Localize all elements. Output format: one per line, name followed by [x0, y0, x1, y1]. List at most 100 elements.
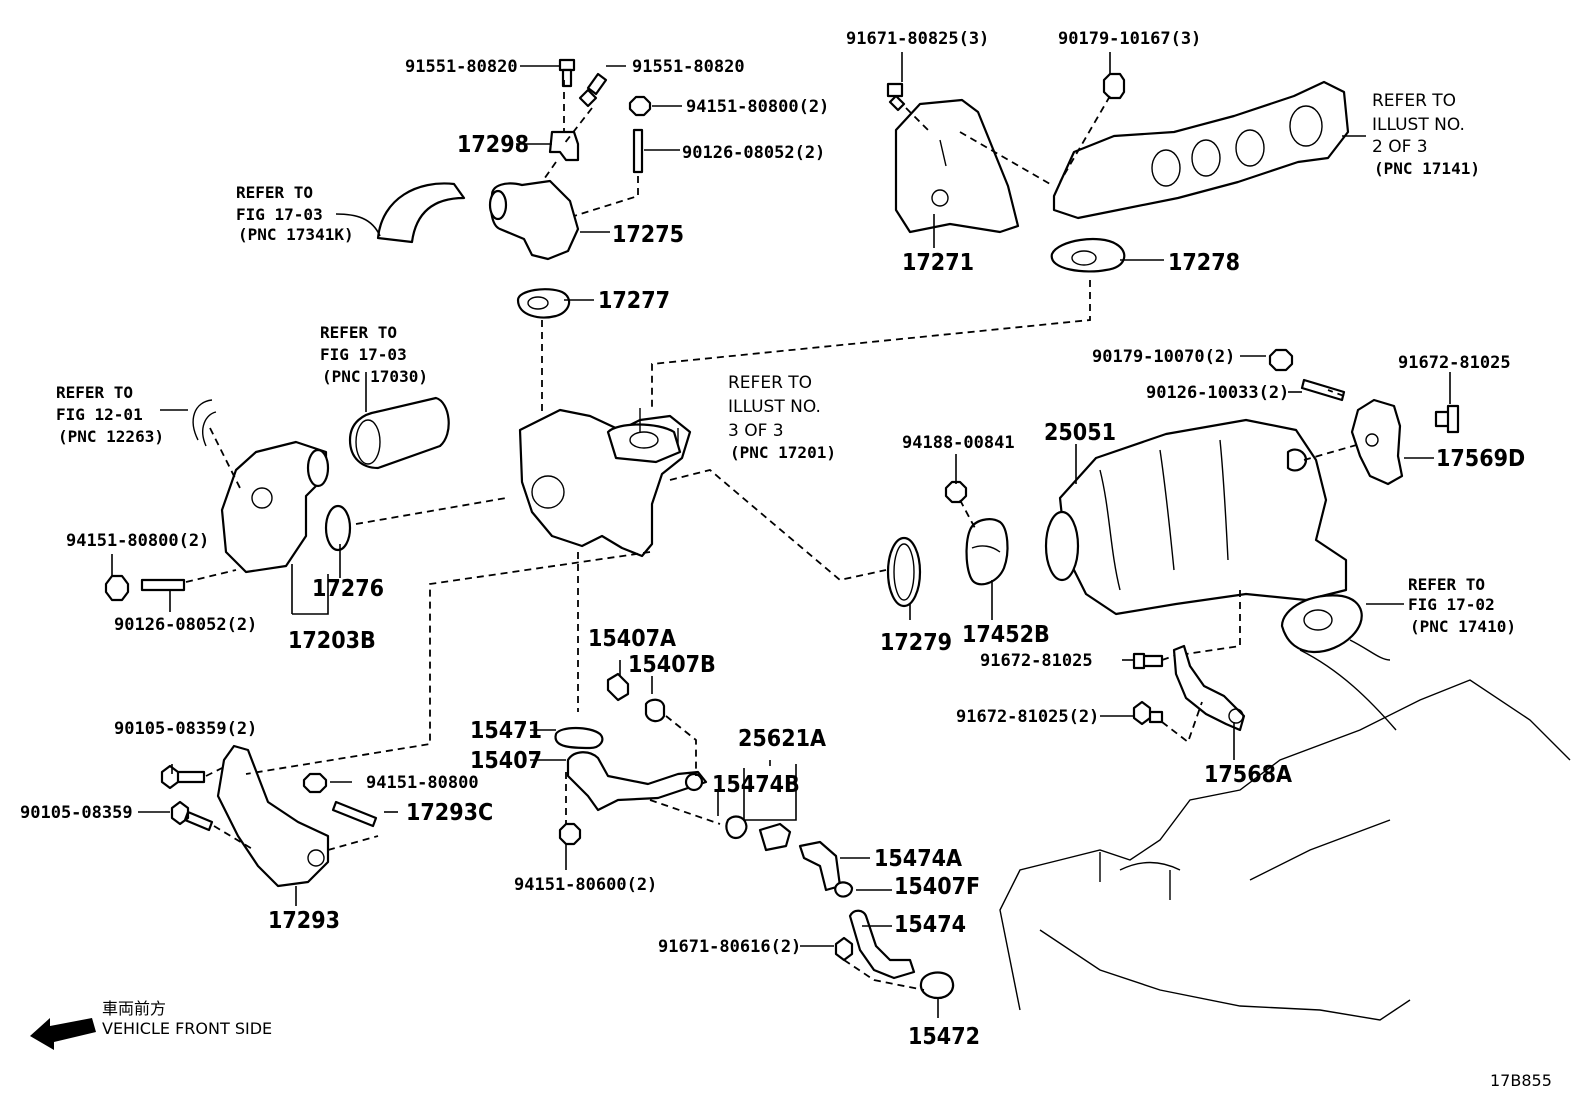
- hose-12263: [192, 399, 217, 447]
- gasket-17277: [516, 288, 571, 319]
- label-17277: 17277: [598, 288, 670, 314]
- hose-17341k: [376, 182, 466, 244]
- label-17298: 17298: [457, 132, 529, 158]
- stud-90126-top: [632, 128, 644, 174]
- bolt-91671-top: [886, 82, 906, 112]
- bolt-90105-a: [160, 764, 206, 790]
- o-ring-17276: [324, 504, 352, 552]
- label-17279: 17279: [880, 630, 952, 656]
- stud-17293c: [331, 800, 378, 828]
- label-17293: 17293: [268, 908, 340, 934]
- dashed-lines: [185, 80, 1361, 991]
- clip-15407f: [834, 881, 854, 898]
- nut-94188: [944, 480, 968, 504]
- bolt-91551-top: [558, 58, 576, 88]
- label-15407b: 15407B: [628, 652, 716, 678]
- label-15407a: 15407A: [588, 626, 676, 652]
- svg-text:2 OF 3: 2 OF 3: [1372, 137, 1428, 157]
- nut-94151-left: [104, 574, 130, 602]
- svg-text:REFER TO: REFER TO: [320, 323, 397, 342]
- label-90105-08359: 90105-08359: [20, 803, 133, 823]
- svg-text:REFER TO: REFER TO: [728, 373, 812, 393]
- label-91672-81025-b: 91672-81025: [980, 651, 1093, 671]
- heat-insulator-17271: [894, 98, 1020, 234]
- refer-block-17410: REFER TO FIG 17-02 (PNC 17410): [1408, 575, 1516, 636]
- label-17271: 17271: [902, 250, 974, 276]
- stud-90126-left: [140, 578, 186, 592]
- refer-block-12263: REFER TO FIG 12-01 (PNC 12263): [56, 383, 164, 446]
- label-15472: 15472: [908, 1024, 980, 1050]
- svg-text:FIG 17-03: FIG 17-03: [236, 205, 323, 224]
- svg-text:(PNC 17341K): (PNC 17341K): [238, 225, 354, 244]
- hose-15474a: [798, 840, 842, 892]
- label-17278: 17278: [1168, 250, 1240, 276]
- nut-94151-80600: [558, 822, 582, 846]
- gasket-17279: [886, 536, 922, 608]
- label-25051: 25051: [1044, 420, 1116, 446]
- svg-text:(PNC 17410): (PNC 17410): [1410, 617, 1516, 636]
- bracket-17298: [548, 130, 580, 162]
- svg-text:FIG 17-02: FIG 17-02: [1408, 595, 1495, 614]
- clip-15474b: [725, 815, 748, 840]
- label-15471: 15471: [470, 718, 542, 744]
- diagram-id: 17B855: [1490, 1071, 1552, 1090]
- refer-block-17030: REFER TO FIG 17-03 (PNC 17030): [320, 323, 428, 386]
- svg-text:ILLUST NO.: ILLUST NO.: [728, 397, 821, 417]
- label-15407: 15407: [470, 748, 542, 774]
- oil-pipe-15407: [566, 751, 708, 812]
- gasket-15471: [554, 726, 604, 750]
- label-17293c: 17293C: [406, 800, 493, 826]
- leader-lines: [111, 52, 1451, 1018]
- label-94188-00841: 94188-00841: [902, 433, 1015, 453]
- label-90126-08052-2-b: 90126-08052(2): [114, 615, 257, 635]
- gasket-17278: [1050, 237, 1126, 273]
- label-15474: 15474: [894, 912, 966, 938]
- label-15407f: 15407F: [894, 874, 980, 900]
- svg-text:(PNC 12263): (PNC 12263): [58, 427, 164, 446]
- label-91672-81025-2: 91672-81025(2): [956, 707, 1099, 727]
- refer-block-17141: REFER TO ILLUST NO. 2 OF 3 (PNC 17141): [1372, 91, 1480, 178]
- front-arrow-icon: [30, 1018, 96, 1050]
- label-15474b: 15474B: [712, 772, 800, 798]
- bolt-91671-b: [834, 936, 854, 962]
- label-17275: 17275: [612, 222, 684, 248]
- svg-text:REFER TO: REFER TO: [236, 183, 313, 202]
- nut-90179-right: [1268, 348, 1294, 372]
- engine-block-outline: [999, 679, 1571, 1021]
- label-90179-10167-3: 90179-10167(3): [1058, 29, 1201, 49]
- hose-25621a: [758, 822, 792, 852]
- label-91671-80616-2: 91671-80616(2): [658, 937, 801, 957]
- clamp-17452b: [965, 518, 1009, 586]
- nut-94151-top: [628, 95, 652, 117]
- front-side-jp: 車両前方: [102, 999, 166, 1018]
- stay-17568a: [1172, 644, 1246, 732]
- label-94151-80600-2: 94151-80600(2): [514, 875, 657, 895]
- stud-90126-right: [1300, 378, 1346, 402]
- label-90126-08052-2-a: 90126-08052(2): [682, 143, 825, 163]
- label-91551-80820-b: 91551-80820: [632, 57, 745, 77]
- svg-text:3 OF 3: 3 OF 3: [728, 421, 784, 441]
- hose-17030: [348, 396, 450, 470]
- label-25621a: 25621A: [738, 726, 826, 752]
- label-94151-80800-c: 94151-80800: [366, 773, 479, 793]
- svg-text:REFER TO: REFER TO: [1372, 91, 1456, 111]
- label-90179-10070-2: 90179-10070(2): [1092, 347, 1235, 367]
- label-90105-08359-2: 90105-08359(2): [114, 719, 257, 739]
- catalytic-converter-25051: [1058, 418, 1348, 616]
- svg-text:ILLUST NO.: ILLUST NO.: [1372, 115, 1465, 135]
- svg-text:REFER TO: REFER TO: [1408, 575, 1485, 594]
- label-94151-80800-2-a: 94151-80800(2): [686, 97, 829, 117]
- label-15474a: 15474A: [874, 846, 962, 872]
- bolt-91551-side: [578, 72, 608, 108]
- bolt-15407a: [606, 672, 630, 702]
- label-90126-10033-2: 90126-10033(2): [1146, 383, 1289, 403]
- bolt-91672-low: [1132, 700, 1164, 726]
- label-17276: 17276: [312, 576, 384, 602]
- label-17452b: 17452B: [962, 622, 1050, 648]
- pipe-15474: [848, 909, 916, 980]
- label-91551-80820-a: 91551-80820: [405, 57, 518, 77]
- exhaust-manifold-ref: [1052, 80, 1350, 220]
- svg-text:FIG 12-01: FIG 12-01: [56, 405, 143, 424]
- nut-90179-top: [1102, 72, 1126, 100]
